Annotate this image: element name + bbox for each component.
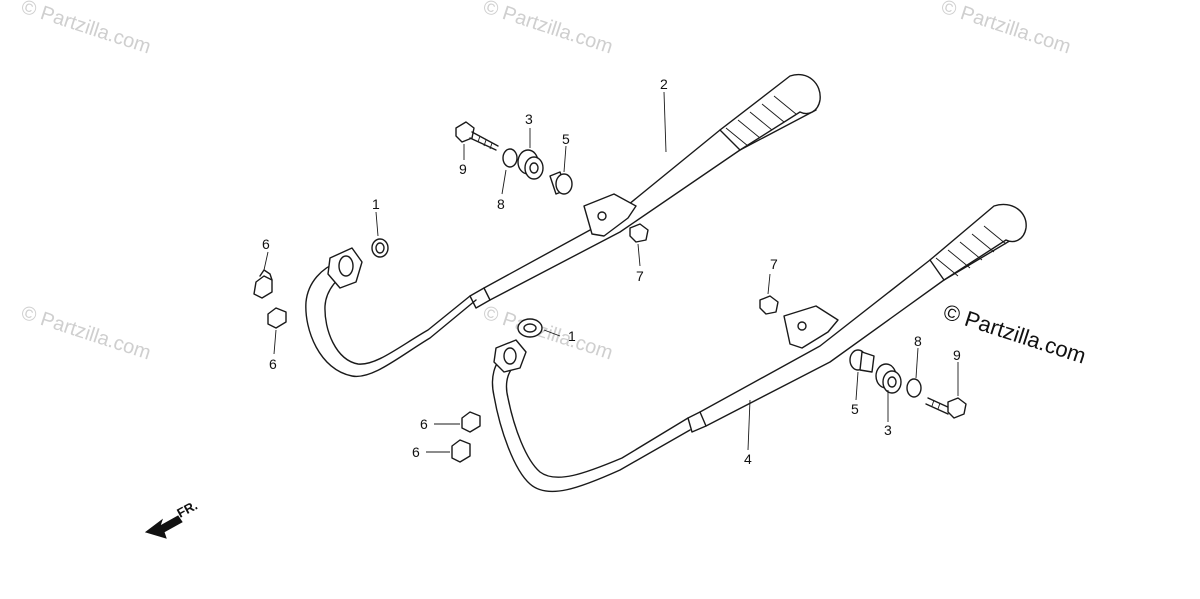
cap-nut-6d [451, 439, 471, 463]
callout-1-lower: 1 [568, 328, 576, 344]
callout-3-lower: 3 [884, 422, 892, 438]
watermark-1: © Partzilla.com [18, 0, 153, 58]
callout-8-lower: 8 [914, 333, 922, 349]
callout-7-upper: 7 [636, 268, 644, 284]
bolt-9b [925, 397, 967, 419]
flange-nut-7a [629, 223, 649, 243]
callout-8-upper: 8 [497, 196, 505, 212]
callout-numbers: 1 1 2 3 3 4 5 5 6 6 6 6 7 7 8 8 9 9 [262, 76, 961, 467]
callout-9-lower: 9 [953, 347, 961, 363]
washer-8a [502, 148, 518, 168]
callout-6-b: 6 [269, 356, 277, 372]
washer-8b [906, 378, 922, 398]
watermark-4: © Partzilla.com [18, 302, 153, 365]
muffler-lower [491, 203, 1027, 493]
callout-5-upper: 5 [562, 131, 570, 147]
callout-1-upper: 1 [372, 196, 380, 212]
watermark-2: © Partzilla.com [480, 0, 615, 58]
gasket-upper [371, 238, 389, 258]
collar-5b [849, 349, 875, 373]
callout-9-upper: 9 [459, 161, 467, 177]
callout-5-lower: 5 [851, 401, 859, 417]
leader-lines [263, 91, 959, 453]
callout-4: 4 [744, 451, 752, 467]
callout-6-d: 6 [412, 444, 420, 460]
cap-nut-6c [461, 411, 481, 433]
front-arrow-icon: FR. [144, 498, 200, 539]
muffler-upper [305, 73, 821, 378]
cap-nut-6b [267, 307, 287, 329]
callout-6-a: 6 [262, 236, 270, 252]
bolt-9a [455, 121, 499, 151]
callout-7-lower: 7 [770, 256, 778, 272]
rubber-mount-3b [875, 363, 902, 394]
callout-3-upper: 3 [525, 111, 533, 127]
gasket-lower [517, 318, 543, 338]
collar-5a [549, 171, 573, 195]
callout-6-c: 6 [420, 416, 428, 432]
cap-nut-6a [253, 269, 273, 299]
watermark-group: © Partzilla.com © Partzilla.com © Partzi… [18, 0, 1073, 364]
copyright-label: © Partzilla.com [940, 299, 1089, 369]
flange-nut-7b [759, 295, 779, 315]
rubber-mount-3a [517, 149, 544, 180]
callout-2: 2 [660, 76, 668, 92]
watermark-3: © Partzilla.com [938, 0, 1073, 58]
